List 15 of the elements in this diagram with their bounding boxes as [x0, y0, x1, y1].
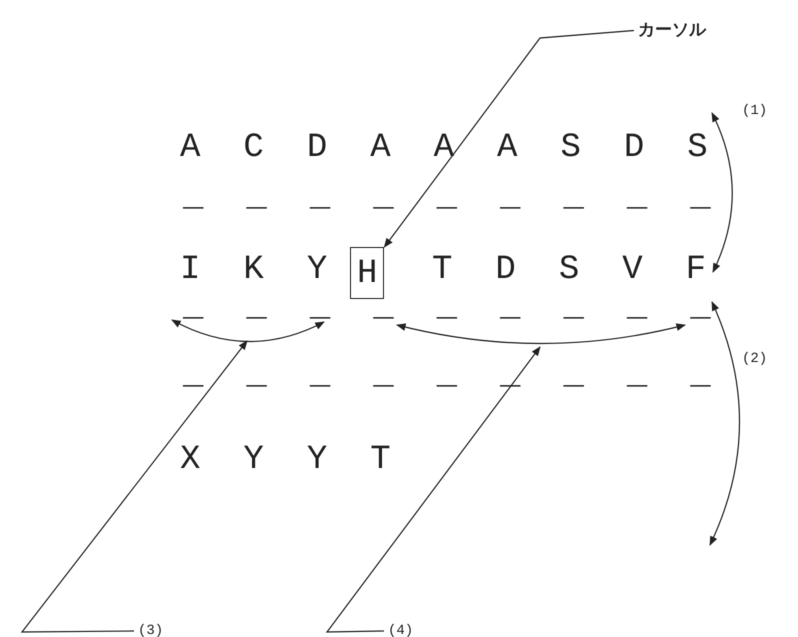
blank-row: _ _ _ _ _ _ _ _ _ — [183, 358, 722, 392]
leader-line — [20, 340, 248, 633]
callout-label: カーソル — [638, 22, 706, 39]
callout-number: (1) — [742, 104, 768, 118]
leader-line — [326, 346, 541, 633]
letter-row: I K Y — [180, 253, 339, 287]
blank-row: _ _ _ _ _ _ _ _ _ — [183, 180, 722, 214]
callout-number: (2) — [742, 352, 768, 366]
letter-row: T D S V F — [432, 253, 718, 287]
cursor-box: H — [350, 247, 384, 299]
letter-row: X Y Y T — [180, 443, 402, 477]
callout-number: (3) — [138, 624, 164, 637]
letter-row: A C D A A A S D S — [180, 131, 719, 165]
callout-number: (4) — [388, 624, 414, 637]
leader-line — [384, 30, 634, 248]
